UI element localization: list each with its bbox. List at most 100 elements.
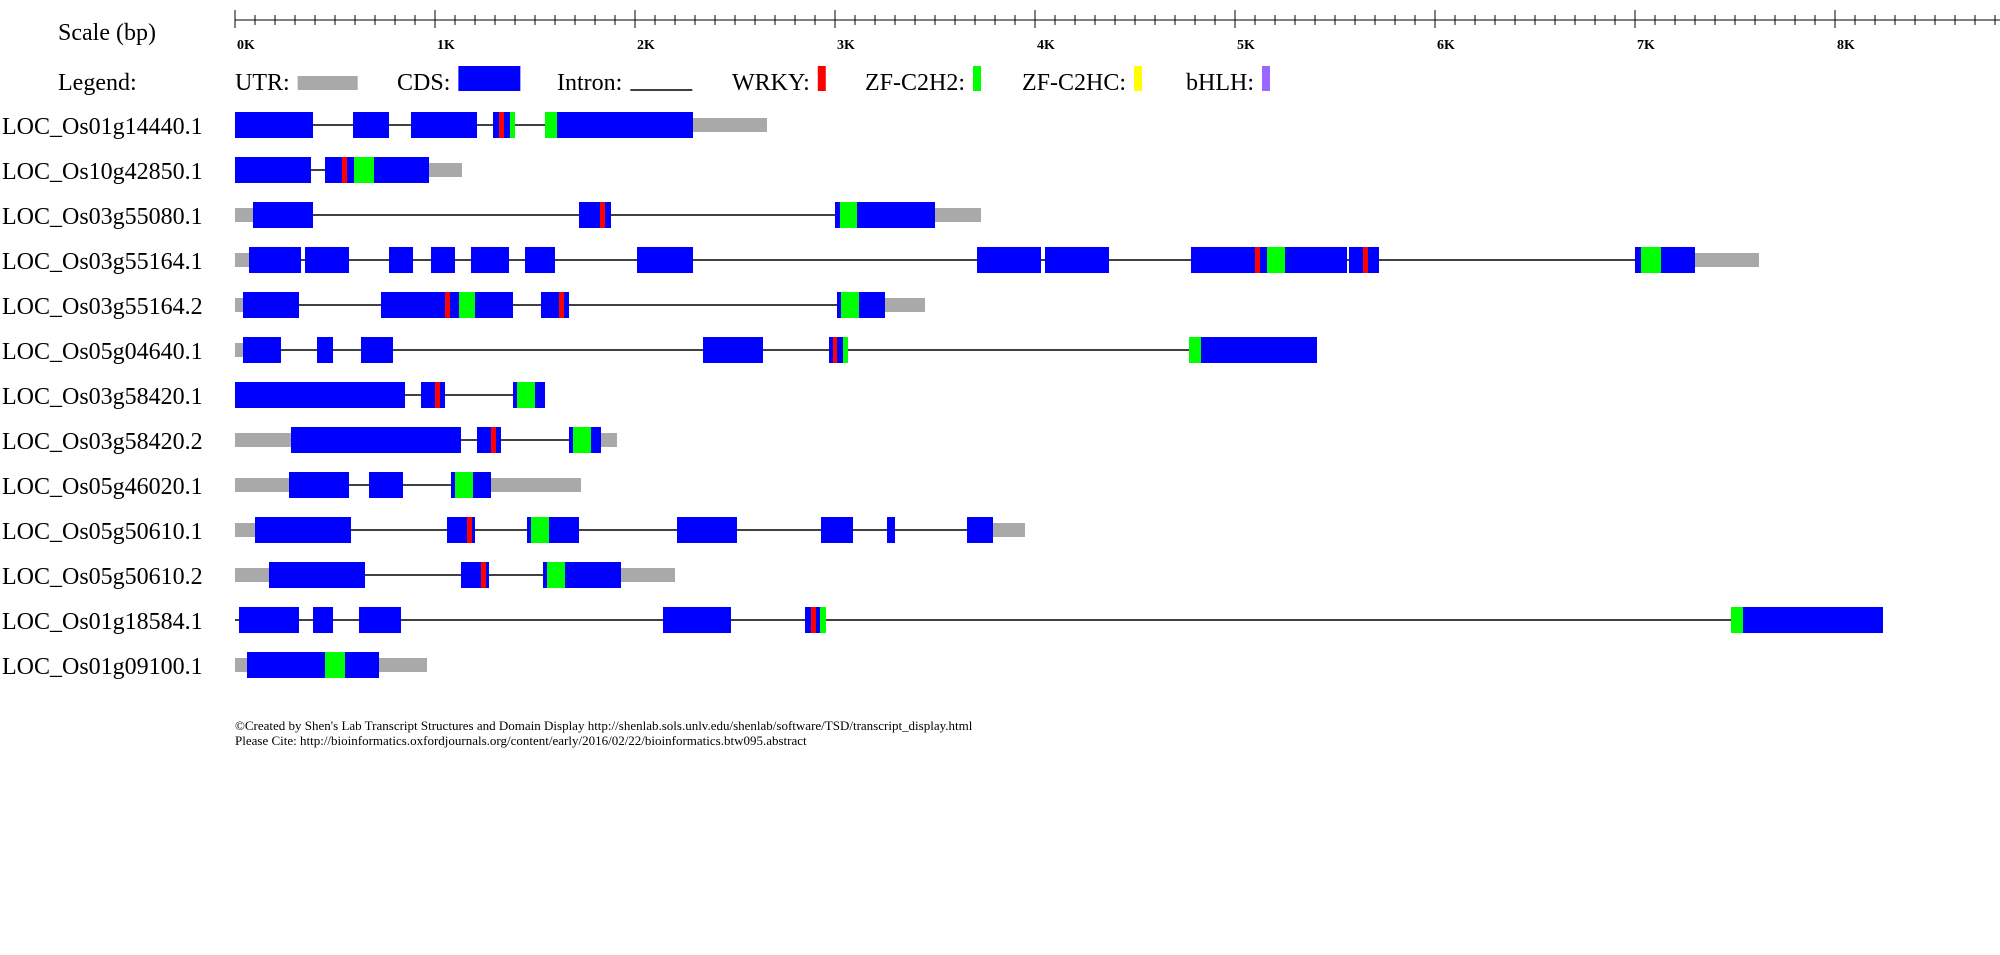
utr-segment (235, 253, 249, 267)
cds-exon (235, 157, 311, 183)
wrky-domain (559, 292, 564, 318)
cds-exon (477, 427, 501, 453)
cds-exon (235, 382, 405, 408)
zf-c2h2-domain (573, 427, 591, 453)
legend-item-label: CDS: (397, 70, 450, 96)
utr-segment (235, 523, 255, 537)
utr-segment (235, 658, 247, 672)
legend-item: WRKY: (732, 66, 826, 96)
scale-tick-label: 1K (437, 38, 455, 53)
legend-item: CDS: (397, 66, 521, 96)
transcript-row: LOC_Os01g09100.1 (2, 652, 427, 680)
cds-exon (967, 517, 993, 543)
zf-c2h2-domain (517, 382, 535, 408)
transcript-row: LOC_Os03g55080.1 (2, 202, 981, 230)
legend-item-label: WRKY: (732, 70, 810, 96)
utr-segment (885, 298, 925, 312)
zf-c2h2-domain (531, 517, 549, 543)
zf-c2h2-domain (510, 112, 515, 138)
transcript-name: LOC_Os05g04640.1 (2, 339, 203, 365)
transcript-name: LOC_Os01g14440.1 (2, 114, 203, 140)
wrky-domain (467, 517, 472, 543)
cds-exon (255, 517, 351, 543)
cds-exon (243, 292, 299, 318)
legend-label: Legend: (58, 70, 137, 96)
transcript-name: LOC_Os05g50610.2 (2, 564, 203, 590)
cds-exon (353, 112, 389, 138)
zf-c2h2-domain (459, 292, 475, 318)
transcript-row: LOC_Os10g42850.1 (2, 157, 462, 185)
wrky-domain (1363, 247, 1368, 273)
zf-c2h2-domain (1267, 247, 1285, 273)
legend-item: Intron: (557, 70, 693, 96)
scale-tick-label: 7K (1637, 38, 1655, 53)
cds-exon (977, 247, 1041, 273)
zf-c2h2-domain (1731, 607, 1743, 633)
transcript-name: LOC_Os03g55164.2 (2, 294, 203, 320)
zf-c2h2-domain (325, 652, 345, 678)
transcript-name: LOC_Os05g50610.1 (2, 519, 203, 545)
legend-domain-swatch (973, 66, 982, 91)
scale-tick-label: 5K (1237, 38, 1255, 53)
scale-tick-label: 2K (637, 38, 655, 53)
wrky-domain (833, 337, 837, 363)
cds-exon (249, 247, 301, 273)
legend-item: ZF-C2H2: (865, 66, 982, 96)
utr-segment (1695, 253, 1759, 267)
utr-segment (379, 658, 427, 672)
cds-exon (821, 517, 853, 543)
wrky-domain (491, 427, 496, 453)
cds-exon (325, 157, 429, 183)
cds-exon (555, 112, 693, 138)
legend-domain-swatch (1134, 66, 1143, 91)
legend-domain-swatch (817, 66, 826, 91)
transcript-name: LOC_Os01g09100.1 (2, 654, 203, 680)
cds-exon (431, 247, 455, 273)
legend-item-label: Intron: (557, 70, 622, 96)
cds-exon (471, 247, 509, 273)
utr-segment (993, 523, 1025, 537)
zf-c2h2-domain (820, 607, 826, 633)
cds-exon (239, 607, 299, 633)
zf-c2h2-domain (354, 157, 374, 183)
transcript-row: LOC_Os03g58420.1 (2, 382, 545, 410)
zf-c2h2-domain (547, 562, 565, 588)
scale-label: Scale (bp) (58, 20, 156, 46)
cds-exon (579, 202, 611, 228)
wrky-domain (481, 562, 486, 588)
cds-exon (247, 652, 379, 678)
cds-exon (269, 562, 365, 588)
cds-exon (703, 337, 763, 363)
zf-c2h2-domain (841, 292, 859, 318)
utr-segment (235, 343, 243, 357)
cds-exon (637, 247, 693, 273)
wrky-domain (811, 607, 816, 633)
legend-item-label: bHLH: (1186, 70, 1254, 96)
transcript-row: LOC_Os01g14440.1 (2, 112, 767, 140)
zf-c2h2-domain (545, 112, 557, 138)
transcript-row: LOC_Os01g18584.1 (2, 607, 1883, 635)
cds-exon (313, 607, 333, 633)
utr-segment (693, 118, 767, 132)
transcript-name: LOC_Os10g42850.1 (2, 159, 203, 185)
utr-segment (935, 208, 981, 222)
utr-segment (235, 478, 289, 492)
utr-segment (621, 568, 675, 582)
transcript-name: LOC_Os05g46020.1 (2, 474, 203, 500)
scale-tick-label: 4K (1037, 38, 1055, 53)
legend-utr-swatch (297, 76, 358, 90)
cds-exon (1189, 337, 1317, 363)
transcript-row: LOC_Os03g58420.2 (2, 427, 617, 455)
legend-cds-swatch (458, 66, 521, 91)
cds-exon (411, 112, 477, 138)
legend-item-label: ZF-C2H2: (865, 70, 965, 96)
scale-tick-label: 8K (1837, 38, 1855, 53)
transcript-name: LOC_Os03g55080.1 (2, 204, 203, 230)
utr-segment (429, 163, 462, 177)
legend-item: UTR: (235, 70, 358, 96)
cds-exon (1045, 247, 1109, 273)
utr-segment (235, 433, 291, 447)
zf-c2h2-domain (843, 337, 848, 363)
legend-domain-swatch (1262, 66, 1270, 91)
